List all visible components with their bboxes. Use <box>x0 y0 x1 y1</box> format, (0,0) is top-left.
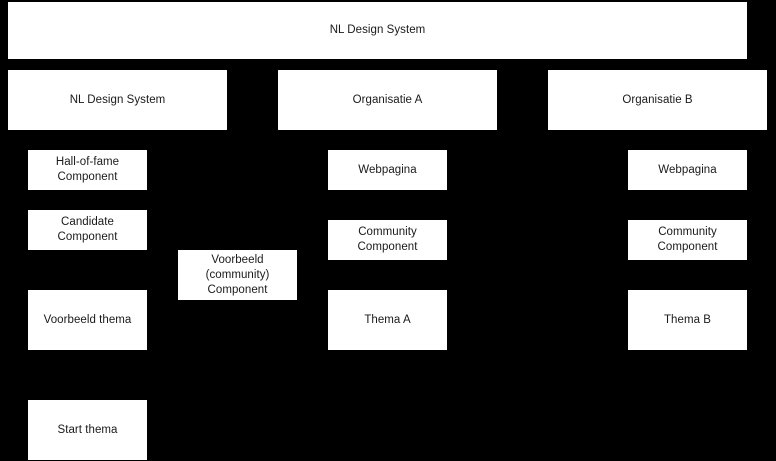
node-label: Start thema <box>57 423 118 436</box>
node-community-component-b[interactable]: Community Component <box>628 220 747 260</box>
node-label: Webpagina <box>658 163 717 176</box>
node-lane-organisatie-a[interactable]: Organisatie A <box>278 70 497 130</box>
node-nl-design-system-root[interactable]: NL Design System <box>8 2 747 59</box>
node-candidate-component[interactable]: Candidate Component <box>28 210 147 250</box>
node-hall-of-fame-component[interactable]: Hall-of-fame Component <box>28 150 147 190</box>
node-lane-nl-design-system[interactable]: NL Design System <box>8 70 227 130</box>
node-voorbeeld-community-component[interactable]: Voorbeeld (community) Component <box>178 250 297 300</box>
node-voorbeeld-thema[interactable]: Voorbeeld thema <box>28 290 147 350</box>
node-label: Organisatie A <box>352 93 423 106</box>
node-thema-b[interactable]: Thema B <box>628 290 747 350</box>
node-label: Community Component <box>357 226 418 253</box>
node-label: Community Component <box>657 226 718 253</box>
node-label: Voorbeeld (community) Component <box>205 253 270 296</box>
node-thema-a[interactable]: Thema A <box>328 290 447 350</box>
node-label: Thema B <box>663 313 711 326</box>
node-start-thema[interactable]: Start thema <box>28 400 147 460</box>
node-label: Hall-of-fame Component <box>55 156 120 183</box>
node-webpagina-b[interactable]: Webpagina <box>628 150 747 190</box>
node-community-component-a[interactable]: Community Component <box>328 220 447 260</box>
node-label: Thema A <box>364 313 411 326</box>
node-label: Candidate Component <box>57 216 118 243</box>
node-label: Voorbeeld thema <box>43 313 132 326</box>
node-label: NL Design System <box>329 24 426 36</box>
node-webpagina-a[interactable]: Webpagina <box>328 150 447 190</box>
node-label: Organisatie B <box>622 93 693 106</box>
node-label: Webpagina <box>358 163 417 176</box>
node-label: NL Design System <box>69 93 166 106</box>
node-lane-organisatie-b[interactable]: Organisatie B <box>548 70 767 130</box>
